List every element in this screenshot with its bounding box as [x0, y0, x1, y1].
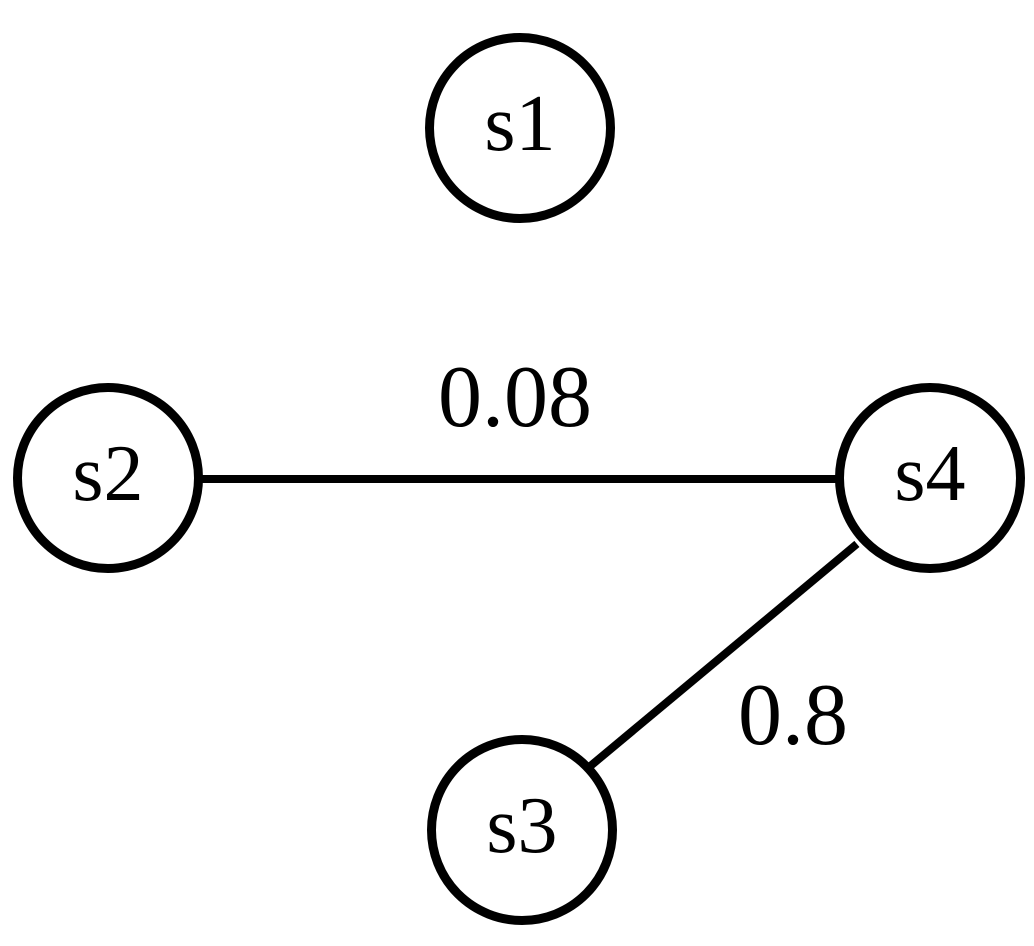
node-s3-label: s3 — [486, 782, 558, 870]
node-s4: s4 — [835, 383, 1025, 573]
node-s2: s2 — [13, 383, 203, 573]
edge-weight-s2-s4: 0.08 — [438, 349, 592, 446]
edge-weight-s3-s4: 0.8 — [738, 667, 848, 764]
edge-s2-s4 — [197, 475, 841, 483]
node-s3: s3 — [427, 735, 617, 925]
node-s1-label: s1 — [484, 80, 556, 168]
node-s1: s1 — [425, 33, 615, 223]
node-s4-label: s4 — [894, 430, 966, 518]
node-s2-label: s2 — [72, 430, 144, 518]
